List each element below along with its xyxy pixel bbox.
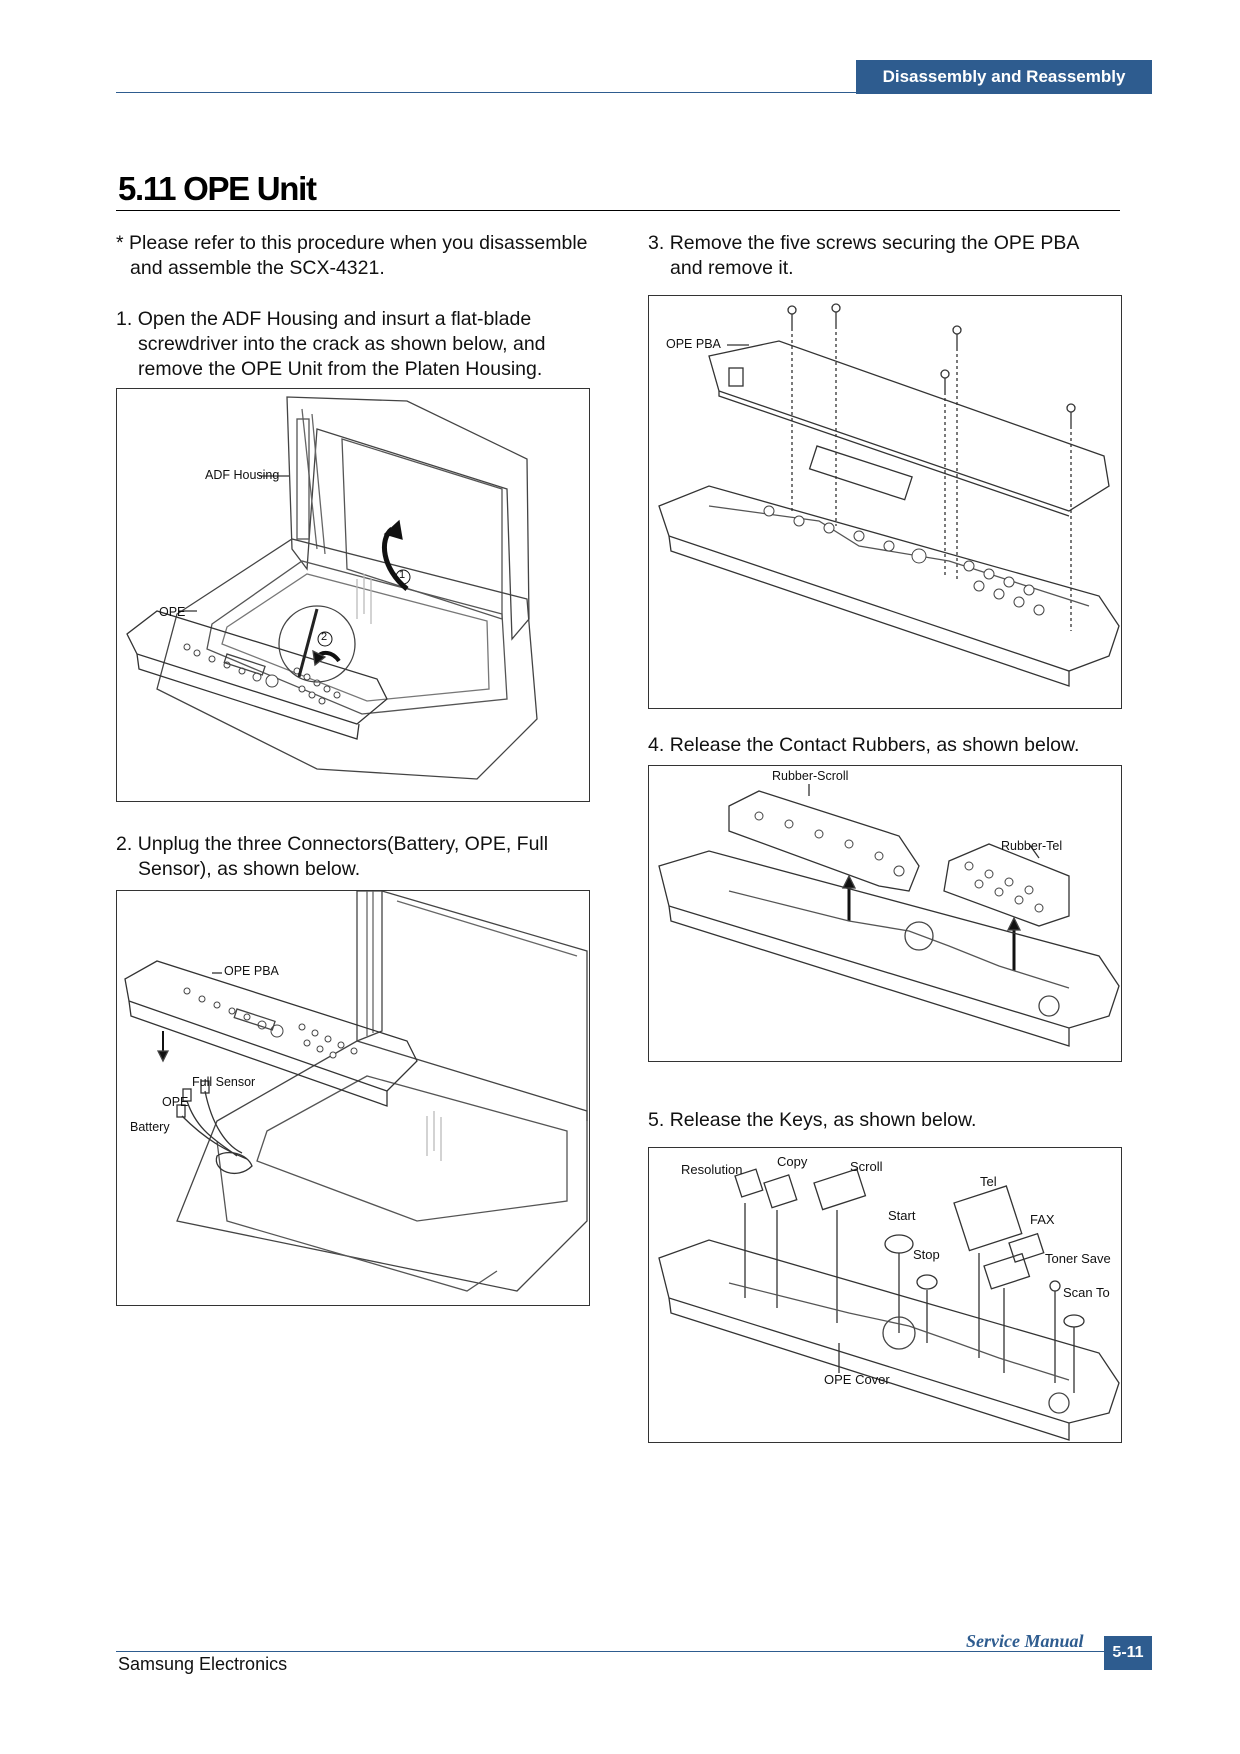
- step-3: 3. Remove the five screws securing the O…: [648, 231, 1148, 281]
- title-rule: [116, 210, 1120, 211]
- label-start: Start: [888, 1208, 916, 1223]
- label-ope-cover: OPE Cover: [824, 1372, 890, 1387]
- figure-4-contact-rubbers: Rubber-Scroll Rubber-Tel: [648, 765, 1122, 1062]
- label-ope-pba: OPE PBA: [666, 337, 721, 351]
- label-battery: Battery: [130, 1120, 170, 1134]
- step-5: 5. Release the Keys, as shown below.: [648, 1108, 1148, 1133]
- note: * Please refer to this procedure when yo…: [116, 231, 616, 281]
- figure-4-drawing: [658, 784, 1120, 1047]
- step-4-number: 4.: [648, 734, 665, 756]
- footer-company: Samsung Electronics: [118, 1654, 288, 1674]
- label-ope-pba: OPE PBA: [224, 964, 279, 978]
- footer-rule: [116, 1651, 1130, 1652]
- figure-1-drawing: [126, 396, 538, 780]
- figure-5-keys: Resolution Copy Scroll Tel Start FAX Sto…: [648, 1147, 1122, 1443]
- step-1-line-1: Open the ADF Housing and insurt a flat-b…: [137, 308, 532, 330]
- label-copy: Copy: [777, 1154, 808, 1169]
- figure-1-adf-housing: ADF Housing OPE 1 2: [116, 388, 590, 802]
- note-star: *: [116, 232, 124, 254]
- label-ope: OPE: [162, 1095, 189, 1109]
- step-2-line-2: Sensor), as shown below.: [138, 858, 361, 880]
- footer-service-manual: Service Manual: [966, 1631, 1084, 1651]
- step-3-line-2: and remove it.: [670, 257, 794, 279]
- label-resolution: Resolution: [681, 1162, 743, 1177]
- step-3-line-1: Remove the five screws securing the OPE …: [669, 232, 1080, 254]
- step-2-line-1: Unplug the three Connectors(Battery, OPE…: [137, 833, 549, 855]
- label-rubber-scroll: Rubber-Scroll: [772, 769, 849, 783]
- step-2: 2. Unplug the three Connectors(Battery, …: [116, 832, 616, 882]
- step-5-line-1: Release the Keys, as shown below.: [669, 1109, 977, 1131]
- figure-2-drawing: [124, 891, 588, 1292]
- figure-5-drawing: [658, 1168, 1120, 1441]
- label-scan-to: Scan To: [1063, 1285, 1110, 1300]
- step-1: 1. Open the ADF Housing and insurt a fla…: [116, 307, 616, 382]
- label-rubber-tel: Rubber-Tel: [1001, 839, 1063, 853]
- label-ope: OPE: [159, 605, 186, 619]
- section-tab: Disassembly and Reassembly: [856, 60, 1152, 94]
- marker-1: 1: [399, 569, 406, 581]
- note-line-2: and assemble the SCX-4321.: [130, 257, 385, 279]
- label-fax: FAX: [1030, 1212, 1055, 1227]
- step-5-number: 5.: [648, 1109, 665, 1131]
- label-full-sensor: Full Sensor: [192, 1075, 256, 1089]
- step-1-line-3: remove the OPE Unit from the Platen Hous…: [138, 358, 543, 380]
- label-scroll: Scroll: [850, 1159, 883, 1174]
- step-4: 4. Release the Contact Rubbers, as shown…: [648, 733, 1148, 758]
- step-3-number: 3.: [648, 232, 665, 254]
- label-toner-save: Toner Save: [1045, 1251, 1111, 1266]
- header-rule: [116, 92, 1152, 93]
- step-4-line-1: Release the Contact Rubbers, as shown be…: [669, 734, 1080, 756]
- step-1-number: 1.: [116, 308, 133, 330]
- page-number: 5-11: [1104, 1636, 1152, 1670]
- label-stop: Stop: [913, 1247, 940, 1262]
- figure-3-drawing: [658, 303, 1120, 687]
- figure-2-connectors: OPE PBA Full Sensor OPE Battery: [116, 890, 590, 1306]
- step-2-number: 2.: [116, 833, 133, 855]
- marker-2: 2: [321, 631, 328, 643]
- label-tel: Tel: [980, 1174, 997, 1189]
- note-line-1: Please refer to this procedure when you …: [129, 232, 588, 254]
- figure-3-ope-pba-screws: OPE PBA: [648, 295, 1122, 709]
- label-adf-housing: ADF Housing: [205, 468, 280, 482]
- page-title: 5.11 OPE Unit: [118, 170, 317, 207]
- step-1-line-2: screwdriver into the crack as shown belo…: [138, 333, 546, 355]
